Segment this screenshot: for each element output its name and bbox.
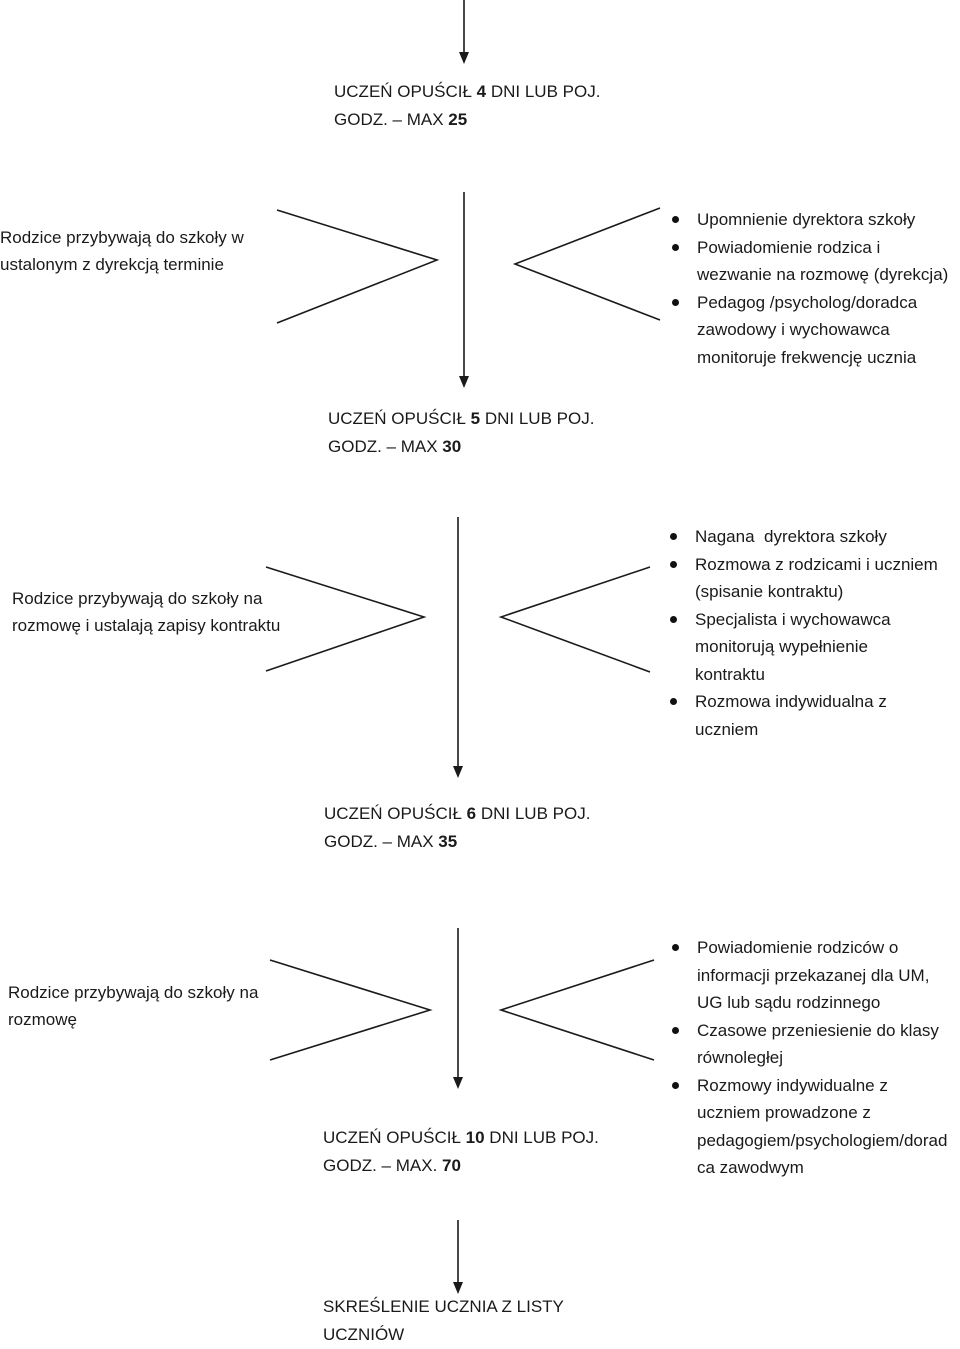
action-item: Specjalista i wychowawca monitorują wype… [668, 606, 938, 689]
left-chevron [265, 566, 427, 672]
arrow-head [453, 1282, 463, 1294]
action-item: Pedagog /psycholog/doradca zawodowy i wy… [670, 289, 948, 372]
final-outcome: SKREŚLENIE UCZNIA Z LISTY UCZNIÓW [323, 1297, 564, 1344]
left-chevron [276, 209, 440, 324]
action-item: Rozmowa indywidualna z uczniem [668, 688, 938, 743]
step-4-title: UCZEŃ OPUŚCIŁ 10 DNI LUB POJ. GODZ. – MA… [323, 1128, 599, 1175]
step-3-title: UCZEŃ OPUŚCIŁ 6 DNI LUB POJ. GODZ. – MAX… [324, 804, 591, 851]
right-chevron [498, 959, 655, 1061]
step-1-parents-note: Rodzice przybywają do szkoły w ustalonym… [0, 228, 244, 274]
action-item: Powiadomienie rodzica i wezwanie na rozm… [670, 234, 948, 289]
action-item: Rozmowy indywidualne z uczniem prowadzon… [670, 1072, 947, 1182]
action-item: Rozmowa z rodzicami i uczniem (spisanie … [668, 551, 938, 606]
action-item: Upomnienie dyrektora szkoły [670, 206, 948, 234]
arrow-head [459, 376, 469, 388]
right-chevron [512, 207, 661, 321]
step-1-actions: Upomnienie dyrektora szkoły Powiadomieni… [670, 206, 948, 371]
left-chevron [269, 959, 433, 1061]
step-2-title: UCZEŃ OPUŚCIŁ 5 DNI LUB POJ. GODZ. – MAX… [328, 409, 595, 456]
action-item: Czasowe przeniesienie do klasy równoległ… [670, 1017, 947, 1072]
arrow-head [453, 766, 463, 778]
step-3-actions: Powiadomienie rodziców o informacji prze… [670, 934, 947, 1182]
step-2-actions: Nagana dyrektora szkoły Rozmowa z rodzic… [668, 523, 938, 743]
arrow-head [459, 52, 469, 64]
step-3-parents-note: Rodzice przybywają do szkoły na rozmowę [8, 983, 259, 1029]
action-item: Powiadomienie rodziców o informacji prze… [670, 934, 947, 1017]
action-item: Nagana dyrektora szkoły [668, 523, 938, 551]
step-2-parents-note: Rodzice przybywają do szkoły na rozmowę … [12, 589, 281, 635]
arrow-head [453, 1077, 463, 1089]
right-chevron [498, 566, 651, 673]
step-1-title: UCZEŃ OPUŚCIŁ 4 DNI LUB POJ. GODZ. – MAX… [334, 82, 601, 129]
